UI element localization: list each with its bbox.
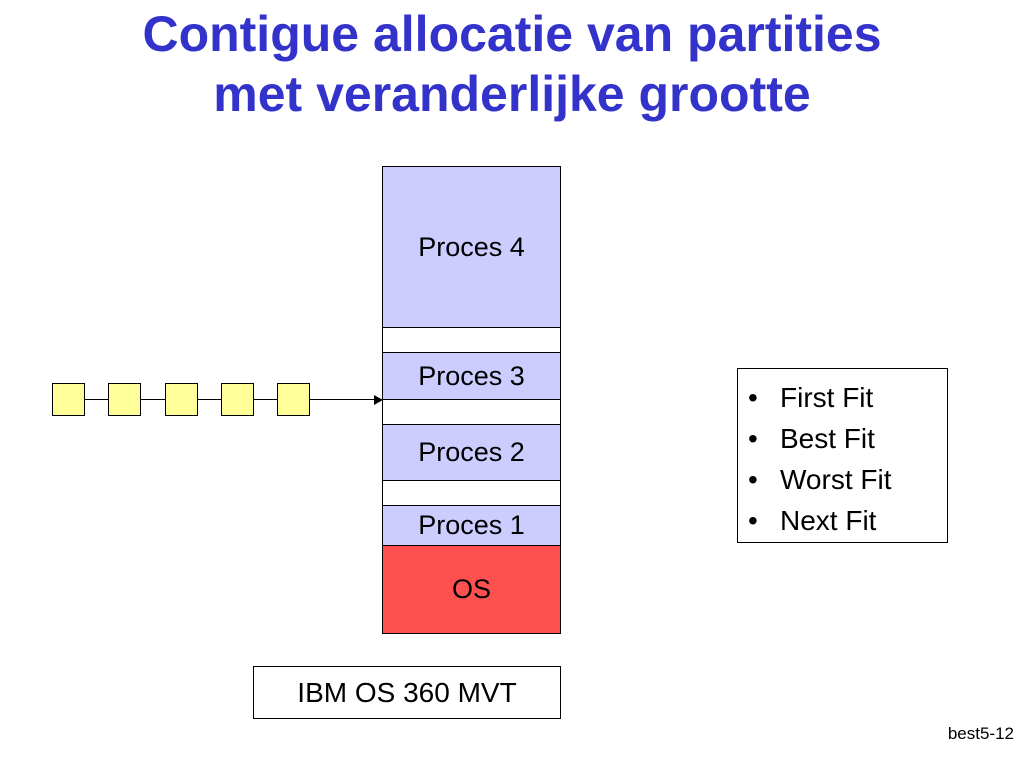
arrow-head-icon [374,395,383,405]
list-item: • Next Fit [746,500,947,541]
proces-1-label: Proces 1 [418,510,525,540]
fit-strategies-box: • First Fit • Best Fit • Worst Fit • Next Fi… [737,368,948,543]
queue-arrow-line [310,399,374,400]
fit-strategy-label: First Fit [780,382,874,413]
queue-item [52,383,85,416]
bullet-icon: • [748,464,758,495]
list-item: • First Fit [746,377,947,418]
caption-label: IBM OS 360 MVT [297,676,517,708]
list-item: • Best Fit [746,418,947,459]
queue-item [277,383,310,416]
proces-4-label: Proces 4 [418,231,525,262]
list-item: • Worst Fit [746,459,947,500]
memory-proces-3: Proces 3 [382,352,561,400]
fit-strategy-label: Worst Fit [780,464,892,495]
slide-title: Contigue allocatie van partities met ver… [0,4,1024,124]
queue-item [108,383,141,416]
bullet-icon: • [748,505,758,536]
memory-os: OS [382,545,561,634]
queue-connector [254,399,277,400]
memory-proces-2: Proces 2 [382,424,561,481]
fit-strategy-label: Next Fit [780,505,877,536]
fit-strategies-list: • First Fit • Best Fit • Worst Fit • Next Fi… [746,377,947,541]
memory-hole [382,480,561,506]
proces-3-label: Proces 3 [418,360,525,391]
memory-proces-4: Proces 4 [382,166,561,328]
memory-hole [382,327,561,353]
bullet-icon: • [748,423,758,454]
queue-item [221,383,254,416]
proces-2-label: Proces 2 [418,437,525,467]
bullet-icon: • [748,382,758,413]
queue-connector [141,399,165,400]
title-line-2: met veranderlijke grootte [213,66,811,122]
queue-connector [85,399,108,400]
queue-connector [198,399,221,400]
memory-hole [382,399,561,425]
slide-id: best5-12 [947,724,1014,743]
title-line-1: Contigue allocatie van partities [142,6,882,62]
os-label: OS [451,574,491,604]
fit-strategy-label: Best Fit [780,423,875,454]
queue-item [165,383,198,416]
memory-proces-1: Proces 1 [382,505,561,546]
caption-box: IBM OS 360 MVT [253,666,561,719]
